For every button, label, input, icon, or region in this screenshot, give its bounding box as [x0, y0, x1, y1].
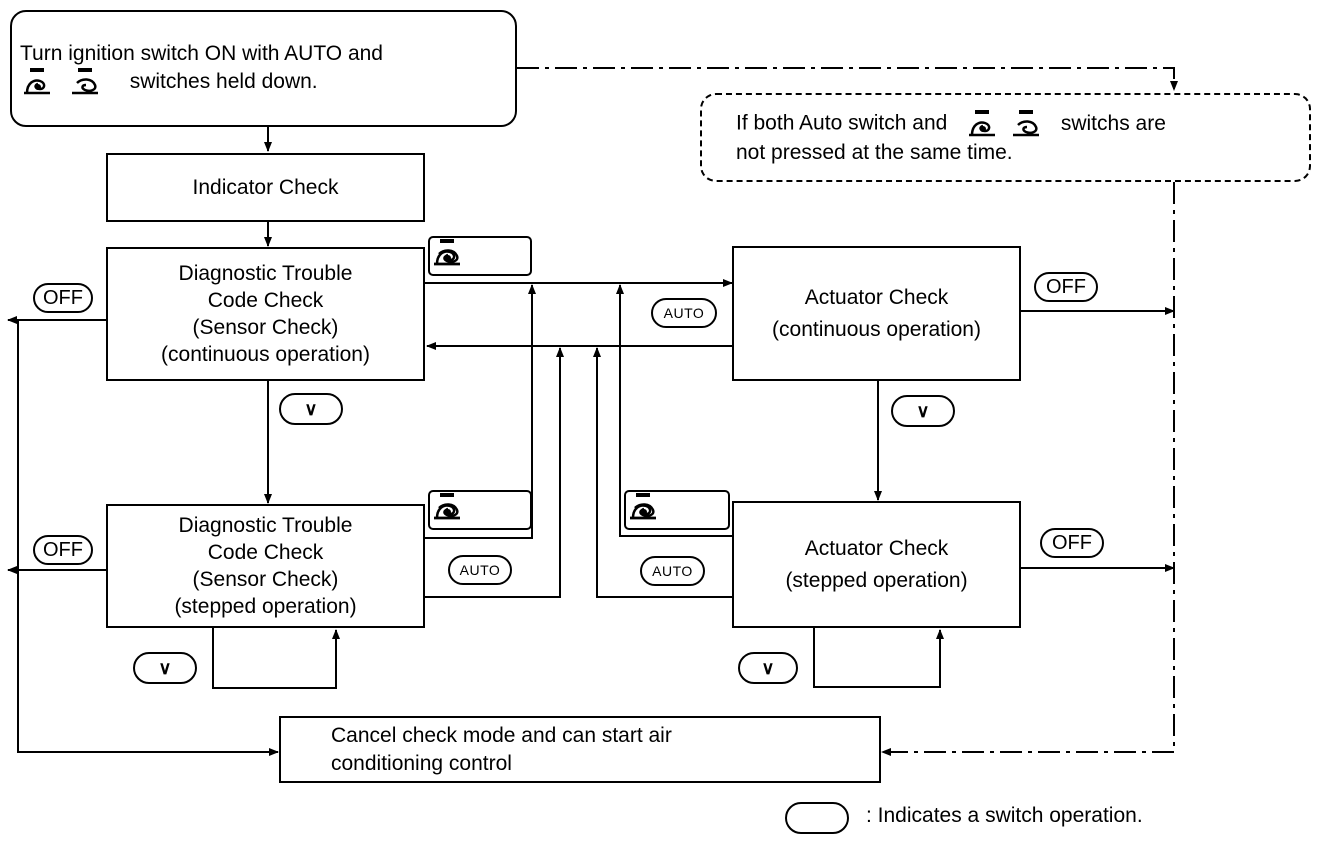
dtc-stepped-line: Code Check: [207, 541, 324, 564]
cancel-line: conditioning control: [331, 751, 512, 775]
start-line2-row: switches held down.: [20, 67, 318, 97]
dtc-stepped-line: Diagnostic Trouble: [178, 514, 353, 537]
off-switch[interactable]: OFF: [33, 283, 93, 313]
indicator-check-label: Indicator Check: [192, 176, 339, 199]
off-switch[interactable]: OFF: [1040, 528, 1104, 558]
actuator-continuous-line: Actuator Check: [804, 285, 949, 309]
start-line1: Turn ignition switch ON with AUTO and: [20, 42, 383, 65]
fan-down-icon: [1013, 110, 1039, 137]
off-switch-label: OFF: [1046, 276, 1086, 298]
down-arrow-switch-icon: ∨: [304, 399, 318, 419]
down-arrow-switch-icon: ∨: [761, 658, 775, 678]
down-switch[interactable]: ∨: [279, 393, 343, 425]
dtc-stepped-box: Diagnostic Trouble Code Check (Sensor Ch…: [106, 504, 425, 628]
down-switch[interactable]: ∨: [891, 395, 955, 427]
auto-switch-label: AUTO: [663, 305, 705, 321]
dtc-stepped-line: (stepped operation): [174, 595, 357, 618]
actuator-continuous-line: (continuous operation): [772, 317, 981, 341]
not-pressed-line1b: switchs are: [1060, 111, 1166, 135]
off-switch[interactable]: OFF: [1034, 272, 1098, 302]
not-pressed-box: If both Auto switch and switchs are not …: [700, 93, 1311, 182]
fan-down-icon: [630, 493, 656, 520]
fan-down-icon: [434, 493, 460, 520]
off-switch-label: OFF: [1052, 532, 1092, 554]
auto-switch[interactable]: AUTO: [448, 555, 512, 585]
not-pressed-line1a: If both Auto switch and: [736, 111, 948, 135]
off-switch-label: OFF: [43, 287, 83, 309]
auto-switch-label: AUTO: [459, 562, 501, 578]
dtc-continuous-box: Diagnostic Trouble Code Check (Sensor Ch…: [106, 247, 425, 381]
actuator-stepped-line: Actuator Check: [804, 536, 949, 560]
fan-switch-pair[interactable]: [428, 236, 532, 276]
down-switch[interactable]: ∨: [738, 652, 798, 684]
auto-switch[interactable]: AUTO: [640, 556, 705, 586]
actuator-continuous-box: Actuator Check (continuous operation): [732, 246, 1021, 381]
fan-switch-pair[interactable]: [428, 490, 532, 530]
actuator-stepped-line: (stepped operation): [785, 568, 968, 592]
cancel-line: Cancel check mode and can start air: [331, 723, 672, 747]
down-arrow-switch-icon: ∨: [916, 401, 930, 421]
off-switch-label: OFF: [43, 539, 83, 561]
fan-down-icon: [434, 239, 460, 266]
dtc-continuous-line: Code Check: [207, 289, 324, 312]
dtc-continuous-line: (continuous operation): [161, 343, 370, 366]
dtc-continuous-line: (Sensor Check): [192, 316, 339, 339]
down-arrow-switch-icon: ∨: [158, 658, 172, 678]
dtc-continuous-line: Diagnostic Trouble: [178, 262, 353, 285]
fan-down-icon: [71, 68, 98, 95]
legend-text: : Indicates a switch operation.: [866, 804, 1143, 827]
fan-switch-pair[interactable]: [624, 490, 730, 530]
legend-switch-symbol: [785, 802, 849, 834]
fan-up-icon: [969, 110, 996, 137]
cancel-check-box: Cancel check mode and can start air cond…: [279, 716, 881, 783]
start-line2: switches held down.: [129, 69, 318, 93]
not-pressed-line2: not pressed at the same time.: [736, 141, 1013, 164]
off-switch[interactable]: OFF: [33, 535, 93, 565]
start-step-box: Turn ignition switch ON with AUTO and sw…: [10, 10, 517, 127]
dtc-stepped-line: (Sensor Check): [192, 568, 339, 591]
actuator-stepped-box: Actuator Check (stepped operation): [732, 501, 1021, 628]
not-pressed-line1-row: If both Auto switch and switchs are: [736, 109, 1166, 139]
fan-up-icon: [24, 68, 50, 95]
auto-switch[interactable]: AUTO: [651, 298, 717, 328]
down-switch[interactable]: ∨: [133, 652, 197, 684]
auto-switch-label: AUTO: [652, 563, 693, 579]
indicator-check-box: Indicator Check: [106, 153, 425, 222]
